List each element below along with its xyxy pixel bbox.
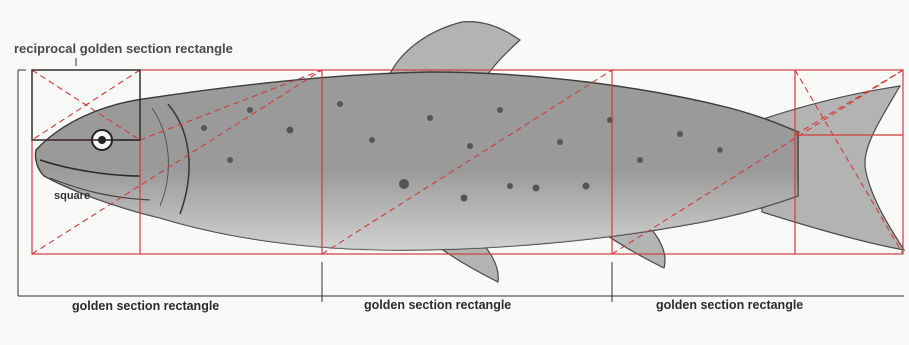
golden-rectangle-label-2: golden section rectangle	[364, 298, 511, 312]
reciprocal-rectangle-label: reciprocal golden section rectangle	[14, 41, 233, 56]
square-label: square	[54, 190, 90, 202]
fish-belly-highlight	[35, 72, 798, 250]
golden-rectangle-label-3: golden section rectangle	[656, 298, 803, 312]
golden-rectangle-label-1: golden section rectangle	[72, 299, 219, 313]
